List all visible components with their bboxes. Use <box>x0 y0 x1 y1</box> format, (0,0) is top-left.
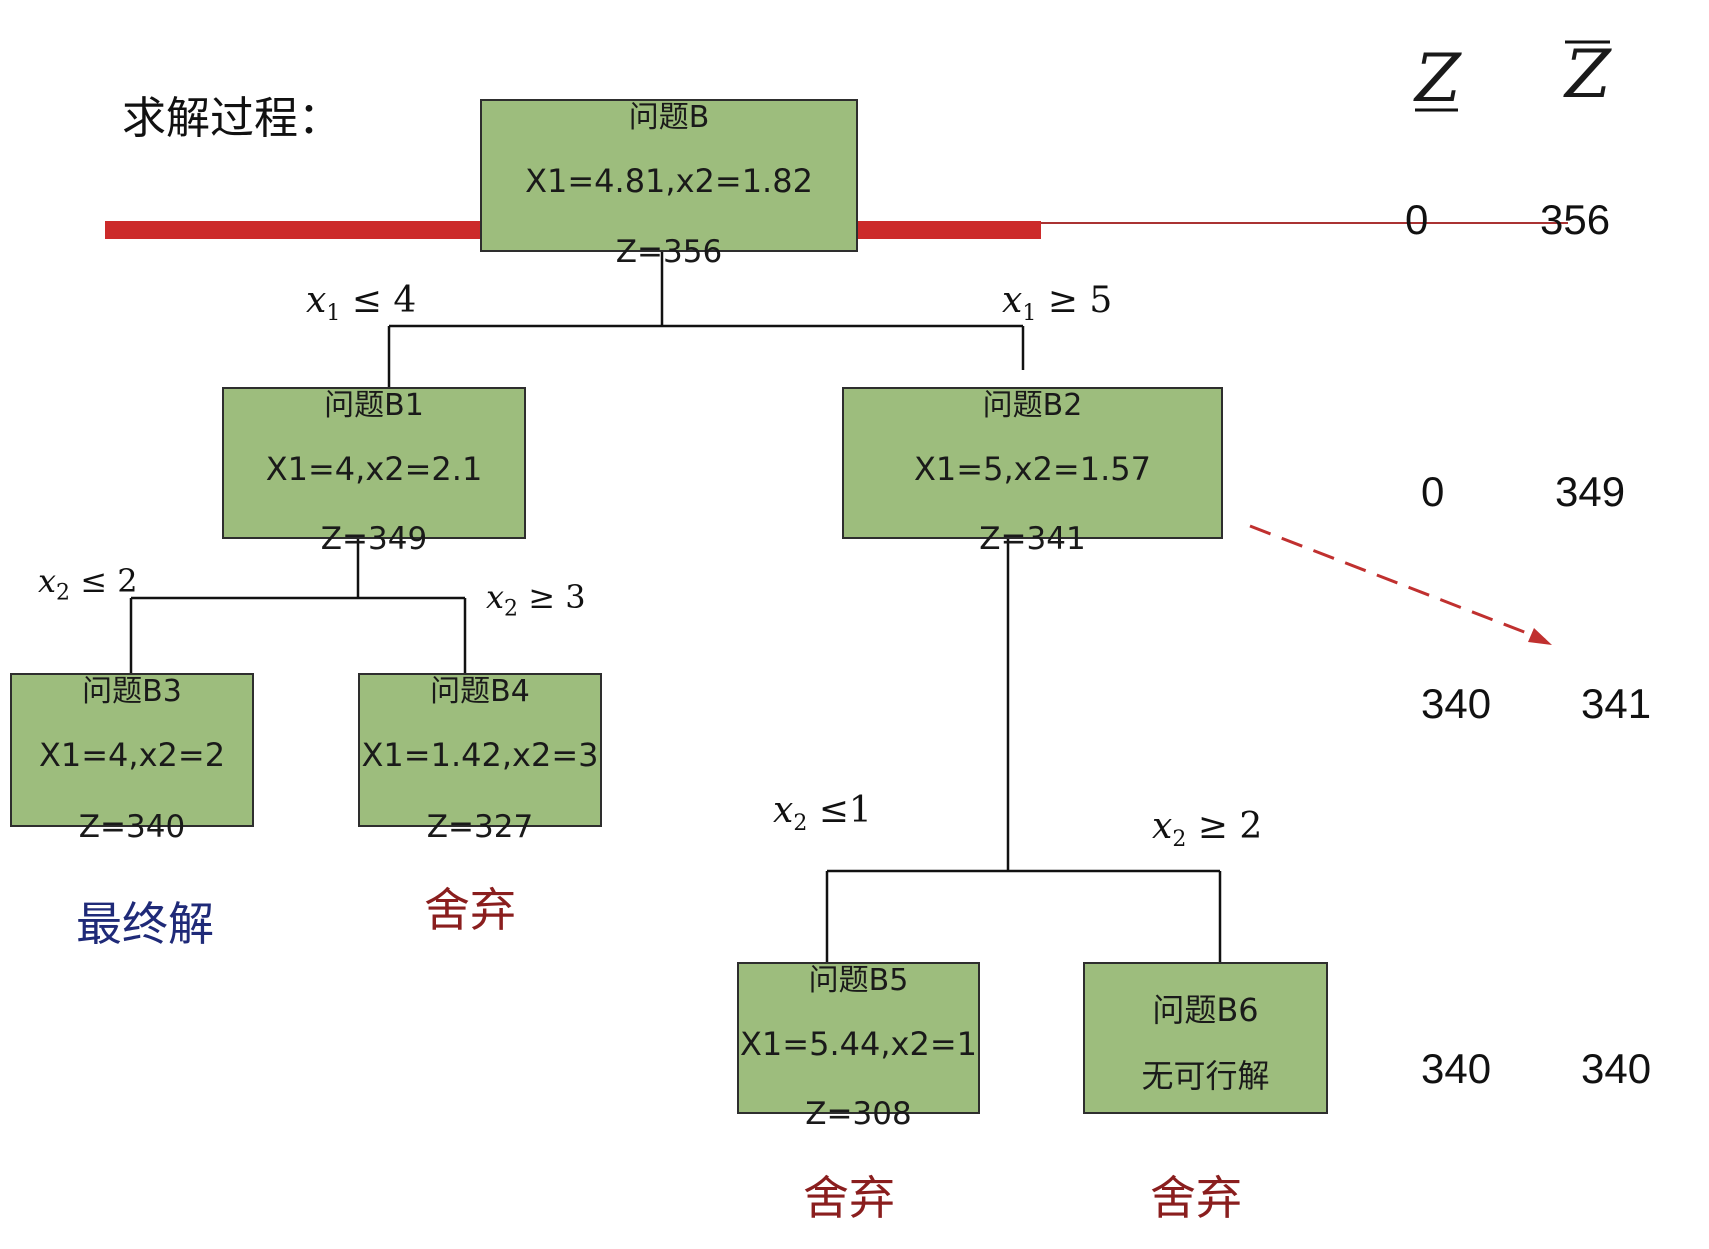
node-b3: 问题B3 X1=4,x2=2 Z=340 <box>10 673 254 843</box>
node-solution: X1=4.81,x2=1.82 <box>525 162 813 200</box>
node-objective: Z=356 <box>615 234 723 270</box>
node-solution: X1=1.42,x2=3 <box>361 736 599 774</box>
node-solution: X1=5.44,x2=1 <box>740 1025 977 1063</box>
bound-row-3-lower: 340 <box>1421 680 1492 727</box>
node-objective: Z=349 <box>320 521 428 557</box>
node-objective: Z=308 <box>805 1096 912 1132</box>
bound-row-2-upper: 349 <box>1555 468 1626 515</box>
discard-label-b5: 舍弃 <box>803 1171 895 1225</box>
bound-row-4-lower: 340 <box>1421 1045 1492 1092</box>
branch-x2-ge-3: x2 ≥ 3 <box>486 578 586 622</box>
upper-bound-header: Z <box>1565 36 1611 113</box>
node-title: 问题B3 <box>82 674 182 709</box>
branch-x1-ge: x1 ≥ 5 <box>1002 280 1113 327</box>
node-objective: Z=341 <box>979 521 1086 557</box>
final-solution-label: 最终解 <box>76 897 214 951</box>
node-b6: 问题B6 无可行解 <box>1083 962 1328 1114</box>
dashed-arrow <box>1249 524 1546 642</box>
node-b: 问题B X1=4.81,x2=1.82 Z=356 <box>480 99 858 268</box>
discard-label-b4: 舍弃 <box>424 883 516 937</box>
node-b1: 问题B1 X1=4,x2=2.1 Z=349 <box>222 387 526 555</box>
red-bar-left <box>105 221 480 239</box>
node-objective: Z=327 <box>426 809 534 845</box>
node-title: 问题B <box>628 100 710 135</box>
branch-x2-le-1: x2 ≤1 <box>773 790 872 837</box>
node-title: 问题B1 <box>324 388 424 423</box>
node-b2: 问题B2 X1=5,x2=1.57 Z=341 <box>842 387 1223 555</box>
bound-row-1-lower: 0 <box>1405 196 1429 243</box>
bound-row-3-upper: 341 <box>1581 680 1652 727</box>
node-title: 问题B4 <box>430 674 530 709</box>
discard-label-b6: 舍弃 <box>1150 1171 1242 1225</box>
node-title: 问题B2 <box>982 388 1083 423</box>
node-b5: 问题B5 X1=5.44,x2=1 Z=308 <box>737 962 980 1130</box>
bound-row-4-upper: 340 <box>1581 1045 1652 1092</box>
node-title: 问题B5 <box>808 963 909 998</box>
branch-x2-ge-2: x2 ≥ 2 <box>1152 806 1263 853</box>
bound-row-2-lower: 0 <box>1421 468 1445 515</box>
bound-row-1-upper: 356 <box>1540 196 1611 243</box>
lower-bound-header: Z <box>1415 40 1461 117</box>
arrow-head <box>1528 628 1552 645</box>
node-solution: X1=4,x2=2.1 <box>265 450 483 488</box>
node-title: 问题B6 <box>1152 991 1259 1029</box>
branch-x1-le: x1 ≤ 4 <box>306 280 417 327</box>
node-objective: Z=340 <box>78 809 186 845</box>
node-solution: X1=5,x2=1.57 <box>914 450 1151 488</box>
branch-x2-le-2: x2 ≤ 2 <box>38 562 138 606</box>
node-solution: X1=4,x2=2 <box>38 736 226 774</box>
red-bar-right <box>858 221 1041 239</box>
node-b4: 问题B4 X1=1.42,x2=3 Z=327 <box>358 673 602 843</box>
page-title: 求解过程： <box>122 93 342 144</box>
node-note: 无可行解 <box>1141 1057 1270 1095</box>
